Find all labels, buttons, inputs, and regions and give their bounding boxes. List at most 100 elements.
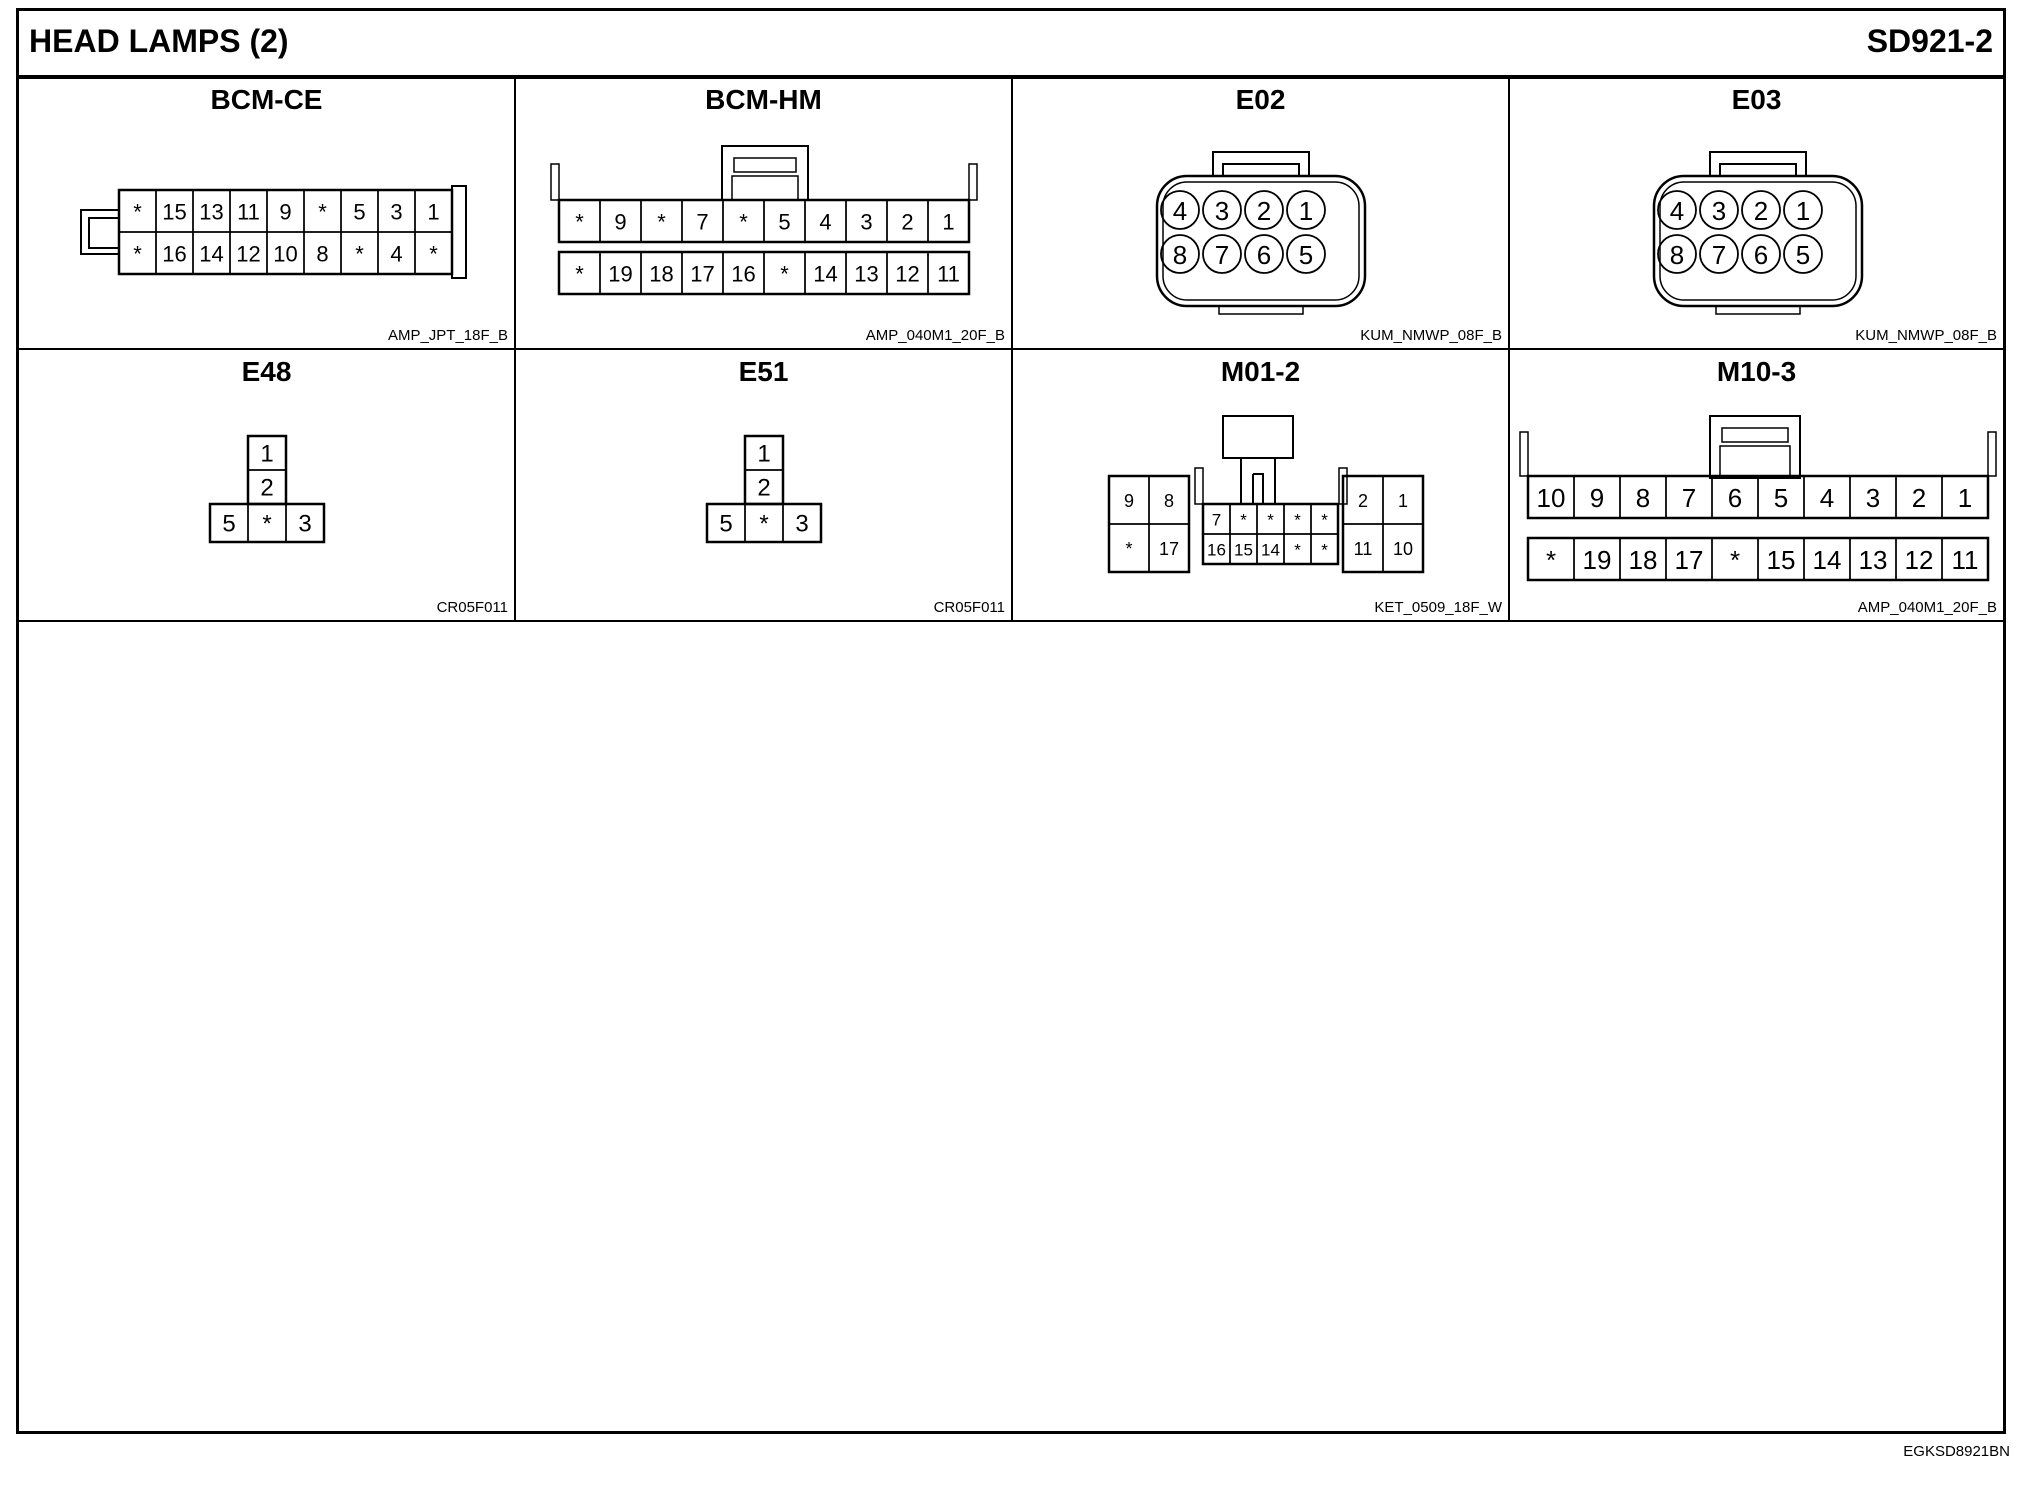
pin-label: * — [1240, 511, 1247, 530]
lock-housing — [1212, 151, 1310, 176]
pin-label: * — [1321, 511, 1328, 530]
connector-name: BCM-HM — [705, 84, 822, 115]
pin-label: 3 — [795, 511, 808, 538]
pin-label: * — [1546, 545, 1556, 575]
pin-label: 15 — [162, 200, 186, 225]
pin-label: 4 — [1173, 196, 1187, 226]
pin-label: 7 — [1712, 240, 1726, 270]
pin-label: * — [759, 511, 768, 538]
end-post — [550, 163, 560, 201]
pin-label: 3 — [860, 210, 872, 235]
connector-type: AMP_040M1_20F_B — [865, 327, 1005, 344]
pin-label: * — [657, 210, 666, 235]
pin-label: 1 — [1958, 483, 1972, 513]
pin-label: 5 — [353, 200, 365, 225]
pin-label: 17 — [1675, 545, 1704, 575]
page-header: HEAD LAMPS (2) SD921-2 — [19, 11, 2003, 79]
pin-label: 8 — [1173, 240, 1187, 270]
pin-label: * — [739, 210, 748, 235]
pin-label: 2 — [757, 475, 770, 502]
pin-label: * — [1294, 541, 1301, 560]
guide-post — [1338, 467, 1348, 505]
page-code: SD921-2 — [1866, 23, 1993, 59]
pin-circle — [1286, 190, 1326, 230]
pin-label: 17 — [1159, 539, 1179, 559]
pin-label: 7 — [696, 210, 708, 235]
pin-label: 11 — [1354, 539, 1373, 559]
pin-label: 7 — [1682, 483, 1696, 513]
connector-name: M10-3 — [1716, 356, 1797, 387]
pin-label: 5 — [719, 511, 732, 538]
connector-type: AMP_040M1_20F_B — [1857, 599, 1997, 616]
pin-label: 14 — [199, 242, 223, 267]
connector-name: M01-2 — [1220, 356, 1301, 387]
end-tab — [451, 185, 467, 279]
lock-latch — [1240, 458, 1276, 504]
pin-label: 6 — [1754, 240, 1768, 270]
page-id: EGKSD8921BN — [1903, 1443, 2010, 1460]
pin-label: 8 — [1636, 483, 1650, 513]
pin-label: * — [429, 242, 438, 267]
pin-label: 2 — [260, 475, 273, 502]
pin-label: 14 — [1813, 545, 1842, 575]
pin-circle — [1286, 234, 1326, 274]
connector-drawing: 125*3 — [208, 434, 326, 544]
pin-label: * — [133, 200, 142, 225]
connector-type: KET_0509_18F_W — [1374, 599, 1502, 616]
lock-latch — [733, 157, 797, 173]
pin-label: 1 — [1796, 196, 1810, 226]
pin-label: 8 — [316, 242, 328, 267]
pin-circle — [1244, 190, 1284, 230]
lock-latch — [1252, 473, 1264, 504]
guide-post — [1194, 467, 1204, 505]
lock-latch — [1721, 427, 1789, 443]
connector-body — [1107, 474, 1191, 574]
lock-latch — [1719, 445, 1791, 479]
pin-circle — [1741, 234, 1781, 274]
pin-label: 5 — [1774, 483, 1788, 513]
pin-label: 8 — [1670, 240, 1684, 270]
base-tab — [1218, 305, 1304, 315]
pin-label: 1 — [1299, 196, 1313, 226]
pin-label: 18 — [1629, 545, 1658, 575]
connector-body — [1526, 536, 1990, 582]
pin-label: 4 — [1820, 483, 1834, 513]
pin-label: 3 — [298, 511, 311, 538]
pin-label: 14 — [813, 262, 837, 287]
pin-label: 9 — [1590, 483, 1604, 513]
pin-label: * — [262, 511, 271, 538]
pin-circle — [1699, 234, 1739, 274]
pin-label: * — [318, 200, 327, 225]
pin-label: 16 — [1207, 541, 1226, 560]
pin-label: 18 — [649, 262, 673, 287]
pin-label: 10 — [1537, 483, 1566, 513]
pin-label: * — [780, 262, 789, 287]
pin-circle — [1657, 190, 1697, 230]
connector-name: BCM-CE — [210, 84, 323, 115]
pin-label: 16 — [731, 262, 755, 287]
pin-label: 11 — [237, 200, 260, 225]
pin-label: 9 — [614, 210, 626, 235]
pin-label: 5 — [222, 511, 235, 538]
pin-label: 4 — [1670, 196, 1684, 226]
pin-circle — [1783, 234, 1823, 274]
end-post — [1987, 431, 1997, 477]
lock-latch — [731, 175, 799, 201]
end-post — [1519, 431, 1529, 477]
pin-label: 5 — [1796, 240, 1810, 270]
pin-label: 9 — [1124, 491, 1134, 511]
pin-label: 12 — [236, 242, 260, 267]
end-post — [968, 163, 978, 201]
connector-type: KUM_NMWP_08F_B — [1855, 327, 1997, 344]
pin-label: * — [1125, 539, 1132, 559]
pin-label: 7 — [1212, 511, 1221, 530]
connector-type: AMP_JPT_18F_B — [387, 327, 508, 344]
latch — [88, 217, 119, 249]
pin-label: * — [133, 242, 142, 267]
connector-name: E48 — [241, 356, 292, 387]
